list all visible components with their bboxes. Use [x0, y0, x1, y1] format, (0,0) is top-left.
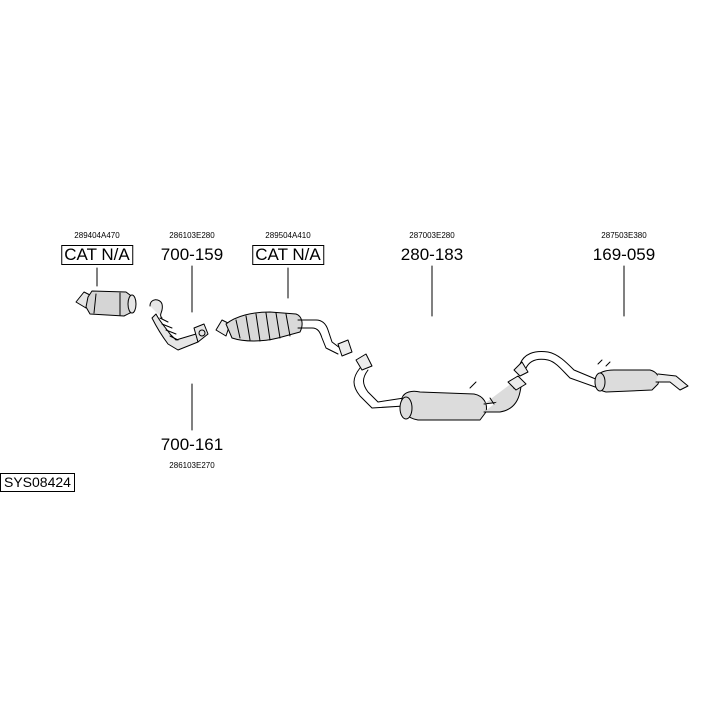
- oem-number-4: 287003E280: [409, 231, 455, 240]
- rear-silencer-169-059: [513, 351, 689, 393]
- oem-number-6: 286103E270: [169, 461, 215, 470]
- part-number-3: CAT N/A: [252, 245, 324, 265]
- part-number-4: 280-183: [400, 245, 464, 264]
- oem-number-2: 286103E280: [169, 231, 215, 240]
- part-number-5: 169-059: [592, 245, 656, 264]
- center-silencer-280-183: [353, 353, 527, 421]
- oem-number-5: 287503E380: [601, 231, 647, 240]
- catalytic-converter-pipe: [215, 311, 353, 357]
- part-number-6: 700-161: [160, 435, 224, 454]
- part-number-2: 700-159: [160, 245, 224, 264]
- front-pipe-700-159: [149, 299, 209, 351]
- system-code: SYS08424: [0, 473, 75, 492]
- oem-number-1: 289404A470: [74, 231, 120, 240]
- front-catalytic-converter: [75, 290, 137, 317]
- oem-number-3: 289504A410: [265, 231, 311, 240]
- part-number-1: CAT N/A: [61, 245, 133, 265]
